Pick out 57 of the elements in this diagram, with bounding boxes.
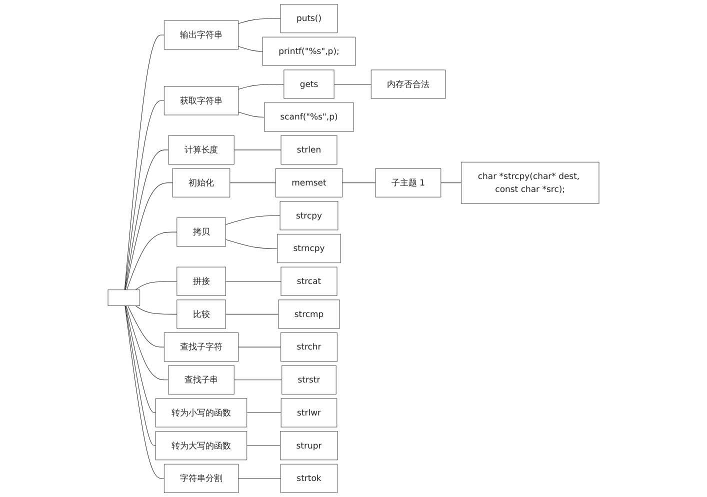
node-box: 查找子字符 — [164, 332, 239, 362]
node-box: gets — [284, 70, 334, 99]
node-box: 输出字符串 — [164, 20, 239, 50]
node-box: 计算长度 — [168, 135, 234, 165]
connector — [238, 84, 284, 90]
node-box: strchr — [280, 332, 338, 362]
connector — [246, 412, 282, 414]
node-box: 拼接 — [176, 266, 226, 296]
node-box: 初始化 — [172, 168, 230, 198]
connector — [238, 18, 281, 24]
connector — [246, 445, 281, 446]
node-box: printf("%s",p); — [262, 36, 356, 66]
connector — [126, 305, 169, 380]
node-box: 字符串分割 — [164, 464, 239, 494]
connector — [230, 182, 276, 184]
node-box: scanf("%s",p) — [264, 102, 354, 132]
node-box: strcmp — [278, 300, 340, 329]
connector — [124, 34, 164, 290]
connector — [128, 305, 164, 348]
node-box: 查找子串 — [168, 365, 234, 394]
connector — [238, 478, 282, 479]
connector — [125, 182, 173, 290]
connector — [225, 281, 282, 282]
connector — [342, 182, 376, 184]
node-box: strncpy — [277, 234, 341, 264]
connector — [238, 46, 263, 52]
connector — [124, 100, 164, 290]
node-box: 子主题 1 — [375, 168, 442, 198]
node-box: strlen — [280, 135, 338, 165]
connector — [135, 281, 178, 290]
node-box: strstr — [282, 365, 336, 394]
connector — [238, 346, 282, 348]
connector — [124, 305, 156, 446]
node-box: 转为小写的函数 — [155, 398, 248, 428]
node-box: 获取字符串 — [164, 86, 239, 116]
connector — [124, 150, 169, 290]
node-box: strcat — [280, 266, 338, 296]
node-box: char *strcpy(char* dest, const char *src); — [460, 162, 600, 204]
node-box: 内存否合法 — [370, 70, 446, 99]
node-box: strupr — [280, 431, 338, 460]
connector — [125, 305, 156, 414]
node-box: memset — [276, 168, 342, 198]
node-box: strlwr — [280, 398, 338, 428]
connector — [225, 215, 280, 225]
node-box: strtok — [280, 464, 338, 494]
node-box: 比较 — [176, 300, 226, 329]
node-box: 转为大写的函数 — [155, 431, 248, 460]
connector — [440, 182, 462, 184]
node-box: puts() — [280, 4, 338, 34]
connector — [135, 305, 178, 314]
connector — [126, 232, 178, 290]
connector — [238, 112, 265, 118]
connector — [225, 239, 278, 249]
connector — [124, 305, 164, 479]
node-box: strcpy — [280, 201, 338, 230]
node-box: 拷贝 — [176, 218, 226, 247]
node-box — [108, 290, 140, 306]
